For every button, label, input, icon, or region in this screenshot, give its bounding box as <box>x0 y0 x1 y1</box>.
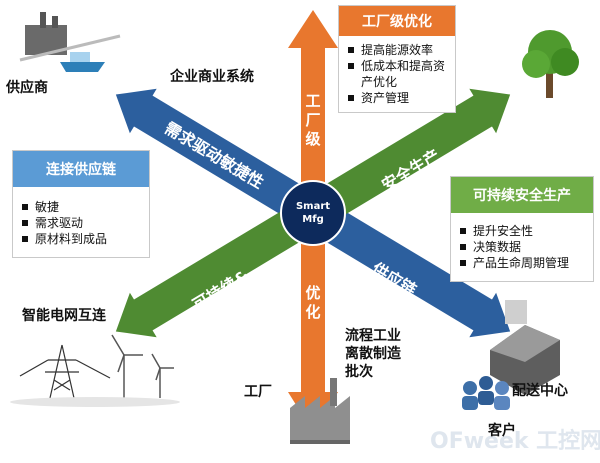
box-supply-list: 敏捷 需求驱动 原材料到成品 <box>13 187 149 257</box>
label-process-line1: 流程工业 <box>345 328 401 344</box>
box-safety-list: 提升安全性 决策数据 产品生命周期管理 <box>451 213 593 281</box>
box-safety-item: 提升安全性 <box>459 223 587 239</box>
box-supply-item: 敏捷 <box>21 199 143 215</box>
box-supply-item: 需求驱动 <box>21 215 143 231</box>
box-safety-item: 产品生命周期管理 <box>459 255 587 271</box>
label-smart-grid: 智能电网互连 <box>22 308 106 324</box>
box-factory-item: 资产管理 <box>347 90 449 106</box>
box-supply-item: 原材料到成品 <box>21 231 143 247</box>
label-distribution-center: 配送中心 <box>512 383 568 399</box>
warehouse-icon <box>490 300 560 395</box>
factory-icon <box>290 378 350 444</box>
box-sustainable-safety: 可持续安全生产 提升安全性 决策数据 产品生命周期管理 <box>450 176 594 282</box>
center-label-line2: Mfg <box>302 214 324 225</box>
watermark: OFweek 工控网 <box>430 428 600 454</box>
arrow-text-factory-level: 工厂级 <box>305 92 321 148</box>
label-customer: 客户 <box>488 423 516 439</box>
label-supplier: 供应商 <box>6 80 48 96</box>
box-safety-item: 决策数据 <box>459 239 587 255</box>
box-connect-supply-chain: 连接供应链 敏捷 需求驱动 原材料到成品 <box>12 150 150 258</box>
arrow-text-optimize: 优化 <box>305 284 321 321</box>
center-circle <box>280 180 346 246</box>
center-label: Smart Mfg <box>281 200 345 226</box>
box-safety-title: 可持续安全生产 <box>451 177 593 213</box>
customers-icon <box>462 376 510 410</box>
supplier-icon <box>19 12 121 72</box>
box-factory-list: 提高能源效率 低成本和提高资产优化 资产管理 <box>339 36 455 112</box>
tree-icon <box>522 30 579 98</box>
label-enterprise-system: 企业商业系统 <box>170 69 254 85</box>
label-factory: 工厂 <box>244 384 272 400</box>
box-factory-optimization: 工厂级优化 提高能源效率 低成本和提高资产优化 资产管理 <box>338 5 456 113</box>
box-factory-item: 低成本和提高资产优化 <box>347 58 449 90</box>
box-factory-item: 提高能源效率 <box>347 42 449 58</box>
label-process-industry: 流程工业 离散制造 批次 <box>345 327 401 381</box>
label-process-line3: 批次 <box>345 364 373 380</box>
wind-turbine-icon <box>111 334 174 400</box>
center-label-line1: Smart <box>295 201 331 212</box>
power-tower-icon <box>19 344 111 399</box>
ground-shadow <box>10 397 180 407</box>
label-process-line2: 离散制造 <box>345 346 401 362</box>
box-factory-title: 工厂级优化 <box>339 6 455 36</box>
box-supply-title: 连接供应链 <box>13 151 149 187</box>
